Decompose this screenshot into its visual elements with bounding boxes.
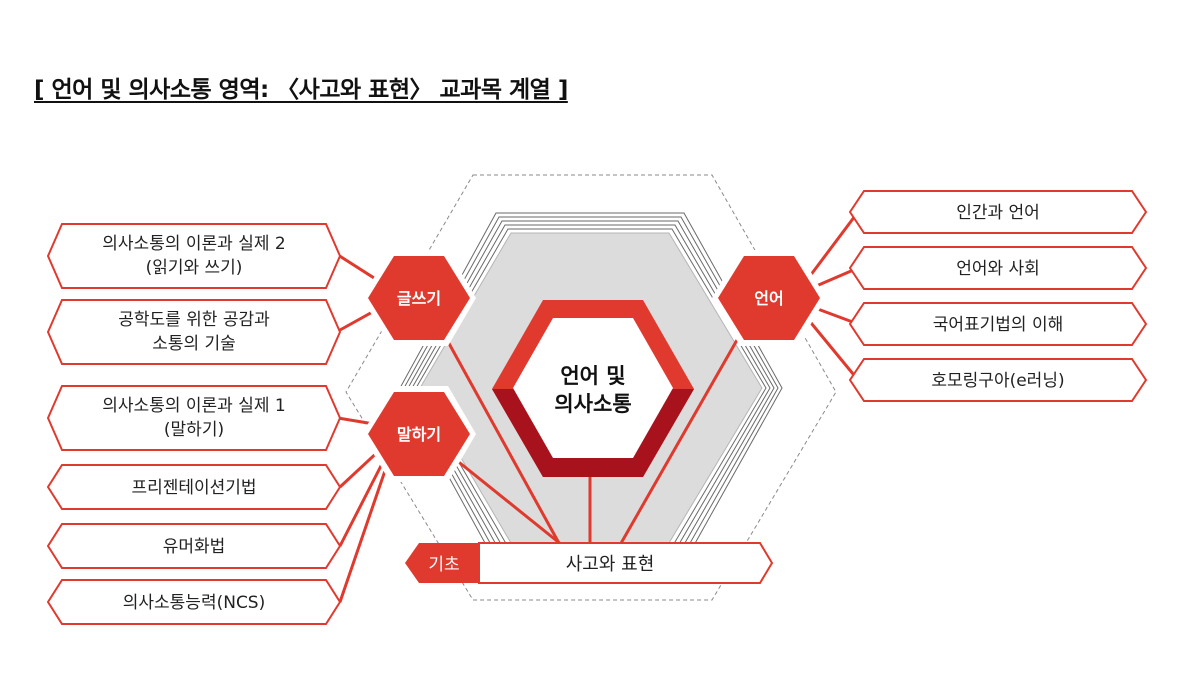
- list-item: 인간과 언어: [848, 190, 1148, 234]
- course-label: 언어와 사회: [956, 259, 1040, 279]
- course-label: (말하기): [164, 420, 224, 440]
- course-label: 의사소통능력(NCS): [123, 593, 265, 613]
- list-item: 호모링구아(e러닝): [848, 358, 1148, 402]
- course-label: 인간과 언어: [956, 203, 1040, 223]
- course-label: 의사소통의 이론과 실제 1: [102, 396, 285, 416]
- course-label: 소통의 기술: [152, 334, 236, 354]
- page-title: [ 언어 및 의사소통 영역: 〈사고와 표현〉 교과목 계열 ]: [34, 77, 568, 103]
- list-item: 의사소통의 이론과 실제 2 (읽기와 쓰기): [46, 223, 342, 289]
- category-writing: 글쓰기: [362, 250, 476, 346]
- base-bar-label: 기초: [428, 555, 459, 575]
- base-bar: 기초 사고와 표현: [405, 542, 774, 584]
- left-course-list: 의사소통의 이론과 실제 2 (읽기와 쓰기) 공학도를 위한 공감과 소통의 …: [46, 223, 342, 625]
- course-label: 유머화법: [163, 537, 226, 557]
- course-label: 국어표기법의 이해: [933, 315, 1064, 335]
- category-speaking-label: 말하기: [397, 425, 441, 444]
- category-language-label: 언어: [754, 289, 783, 308]
- list-item: 유머화법: [46, 523, 342, 569]
- outer-dashed-hexagon: [345, 174, 837, 601]
- right-course-list: 인간과 언어 언어와 사회 국어표기법의 이해 호모링구아(e러닝): [848, 190, 1148, 402]
- category-writing-label: 글쓰기: [397, 289, 441, 308]
- list-item: 공학도를 위한 공감과 소통의 기술: [46, 299, 342, 365]
- course-label: 호모링구아(e러닝): [931, 371, 1064, 391]
- center-line2: 의사소통: [554, 392, 631, 416]
- list-item: 언어와 사회: [848, 246, 1148, 290]
- list-item: 국어표기법의 이해: [848, 302, 1148, 346]
- course-label: 의사소통의 이론과 실제 2: [102, 234, 285, 254]
- category-language: 언어: [712, 250, 826, 346]
- list-item: 프리젠테이션기법: [46, 464, 342, 510]
- base-bar-text: 사고와 표현: [566, 554, 655, 575]
- center-hexagon: 언어 및 의사소통: [492, 300, 694, 477]
- course-label: 공학도를 위한 공감과: [118, 310, 270, 330]
- list-item: 의사소통의 이론과 실제 1 (말하기): [46, 385, 342, 451]
- category-speaking: 말하기: [362, 386, 476, 482]
- course-label: 프리젠테이션기법: [131, 478, 256, 498]
- list-item: 의사소통능력(NCS): [46, 579, 342, 625]
- center-line1: 언어 및: [560, 364, 625, 388]
- course-label: (읽기와 쓰기): [146, 258, 243, 278]
